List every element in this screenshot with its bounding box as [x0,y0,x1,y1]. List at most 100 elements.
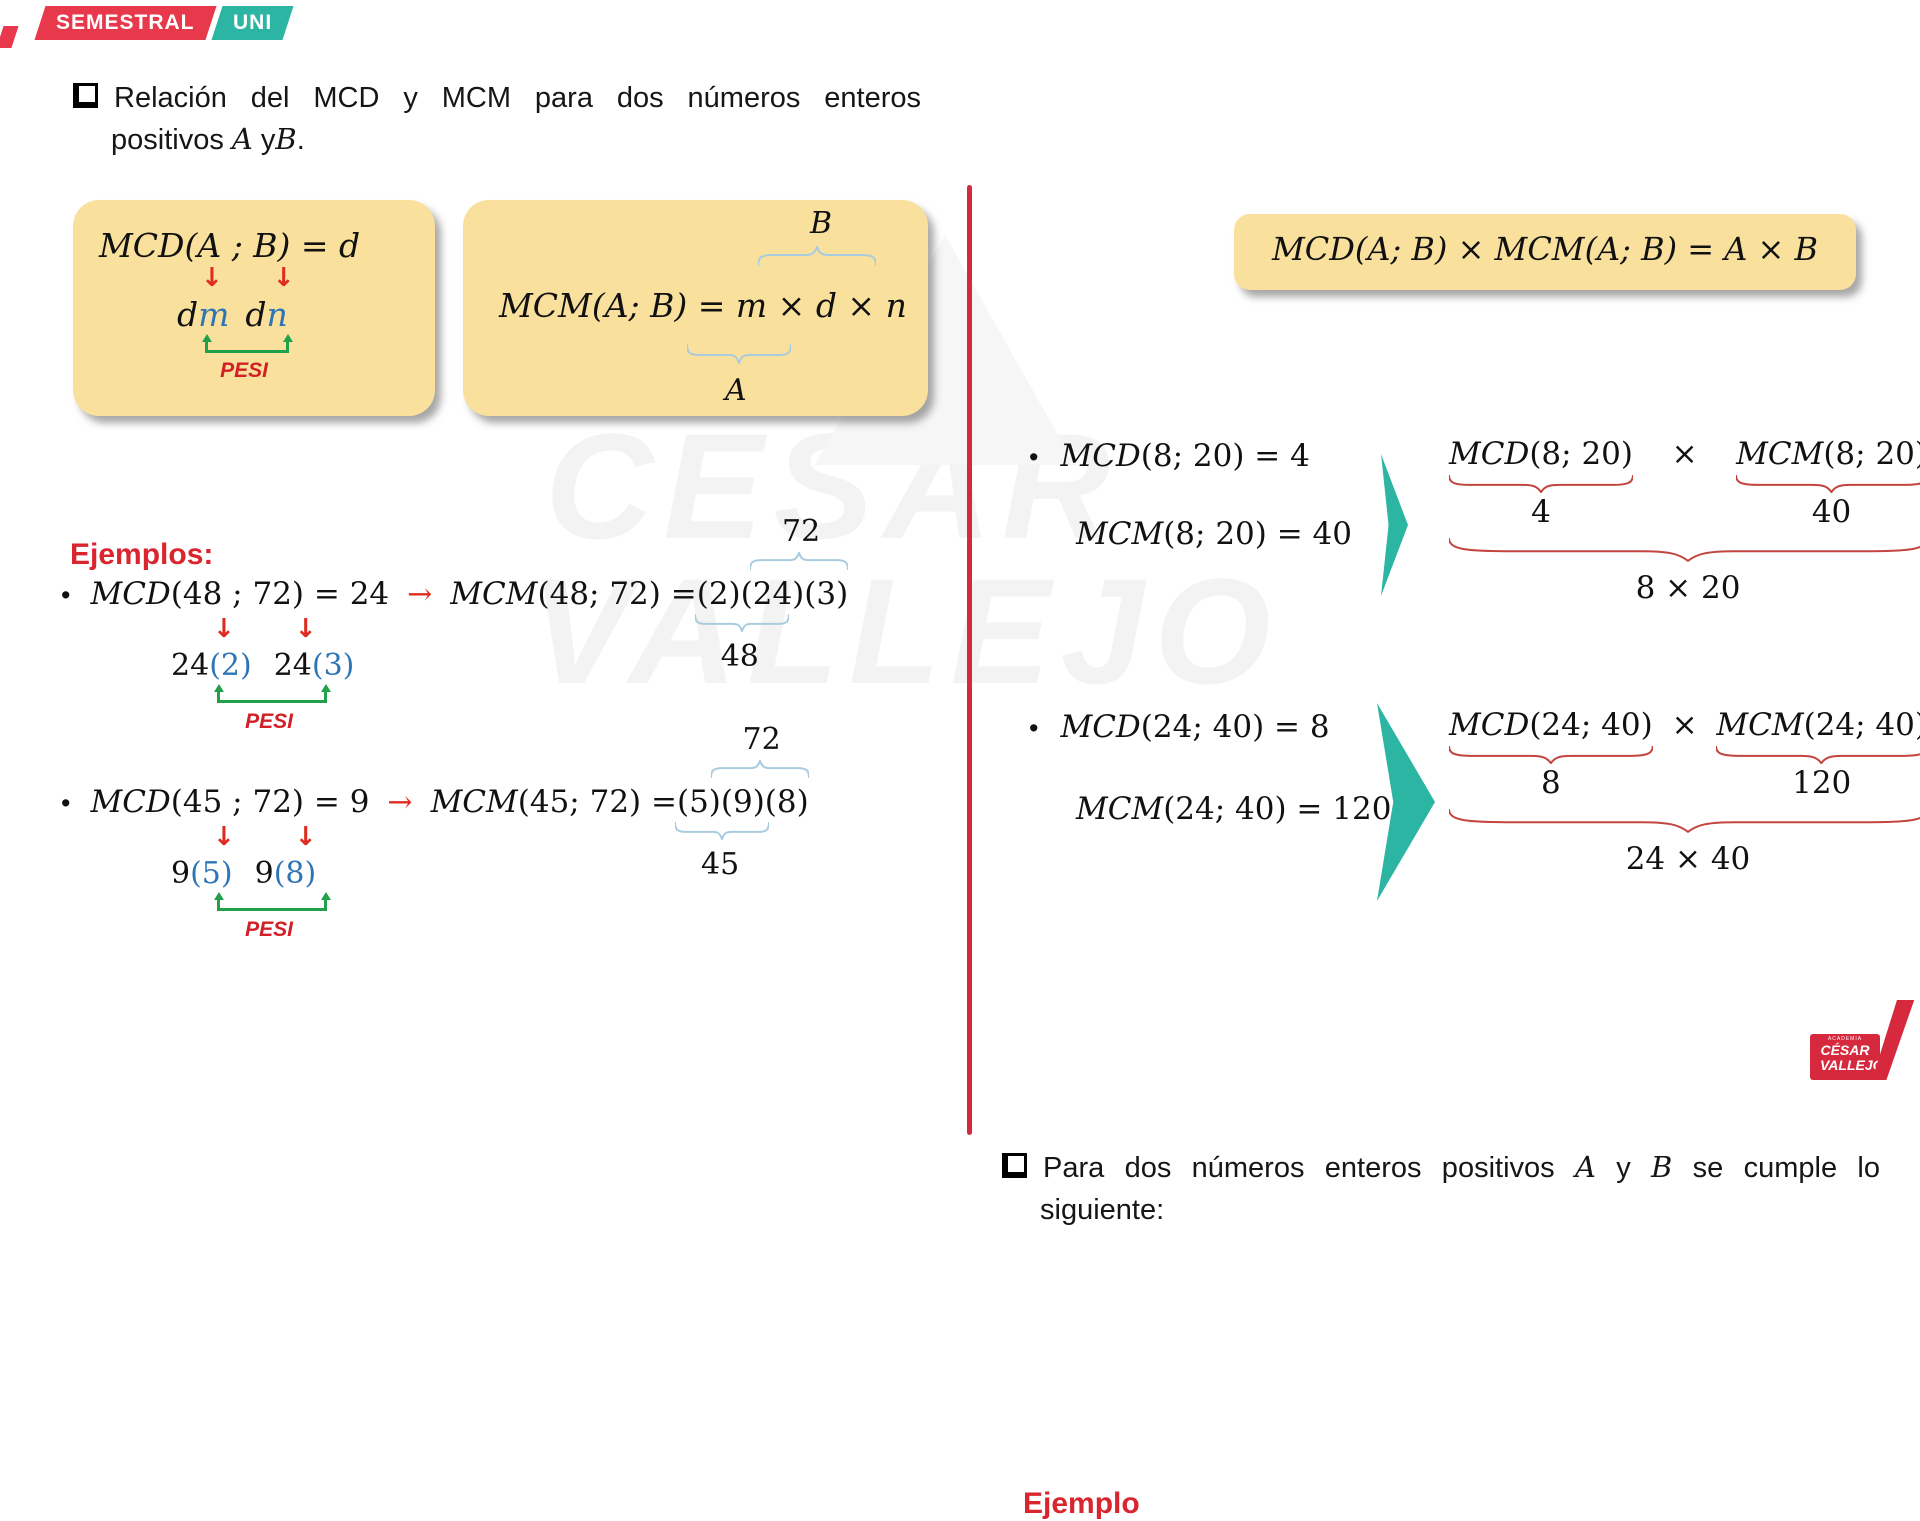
braced-groups: MCD(24; 40) 8 × MCM(24; 40) 120 [1449,707,1920,801]
product-factors: (2)(24)(3) [696,576,849,612]
under-brace-icon [687,344,791,364]
times-sign: × [1671,436,1698,472]
bottom-product-value: 48 [720,639,759,674]
mcd-group-text: MCD(24; 40) [1449,707,1653,743]
vertical-divider [967,185,972,1136]
mcm-args: (48; 72) = [537,576,697,612]
mcm-formula: MCM(A; B) = m × d × n [499,286,907,325]
logo-name-line2: VALLEJO [1820,1057,1884,1073]
pesi-link-icon [201,334,293,353]
bullet-icon: • [61,580,71,610]
down-arrow-icon: ↓ [294,614,317,644]
pesi-label: PESI [245,918,293,941]
under-brace-icon [1449,475,1633,493]
logo-name-line1: CÉSAR [1820,1042,1870,1058]
pesi-link-icon [213,684,331,703]
pesi-label: PESI [220,359,268,382]
implies-arrow-icon: → [407,577,433,612]
mcd-name: MCD [90,576,171,612]
left-heading-line2: positivos A yB. [111,119,921,161]
factor-d2: d [245,295,267,334]
factor-pairs: 24(2)24(3) [171,648,354,683]
factor-pairs: 9(5)9(8) [171,856,327,891]
label-b: B [809,206,832,241]
right-heading-line2: siguiente: [1040,1193,1165,1226]
example-row-45-72: • MCD(45 ; 72) = 9 → MCM(45; 72) = (5)(9… [61,720,961,965]
product-breakdown: MCD(8; 20) 4 × MCM(8; 20) 40 8 × 20 [1449,436,1920,606]
down-arrow-icon: ↓ [272,263,295,293]
right-heading-post: se cumple lo [1692,1152,1880,1185]
example-row-8-20: •MCD(8; 20) = 4 MCM(8; 20) = 40 MCD(8; 2… [1029,420,1920,670]
mcd-formula: MCD(A ; B) = d [99,226,361,265]
big-under-brace-icon [1449,538,1920,562]
example-line: • MCD(48 ; 72) = 24 → MCM(48; 72) = (2)(… [61,514,849,674]
times-sign: × [1671,707,1698,743]
mcd-line: •MCD(24; 40) = 8 [1029,709,1330,745]
left-heading-text: Relación del MCD y MCM para dos números … [114,82,921,114]
brand-uni-label: UNI [232,11,272,34]
mcd-name: MCD [1060,709,1141,745]
top-product-value: 72 [782,514,821,549]
example-row-48-72: • MCD(48 ; 72) = 24 → MCM(48; 72) = (2)(… [61,512,961,757]
mcm-line: MCM(24; 40) = 120 [1076,791,1391,827]
mcm-value: 40 [1811,494,1852,530]
pair2-factor: (8) [273,856,317,891]
var-a: A [1574,1150,1596,1185]
pesi-label: PESI [245,710,293,733]
down-arrow-icon: ↓ [213,614,235,644]
factor-m: m [198,295,230,334]
pair1-num: 24 [171,648,210,683]
factor-pair-block: ↓ ↓ 24(2)24(3) PESI [171,616,354,734]
mcm-args: (45; 72) = [517,784,677,820]
formula-box-mcd-mcm-product: MCD(A; B) × MCM(A; B) = A × B [1234,214,1856,290]
pair1-num: 9 [171,856,191,891]
left-heading: Relación del MCD y MCM para dos números … [73,78,921,161]
pesi-link-icon [213,892,331,911]
brand-semestral: SEMESTRAL [34,6,217,40]
mcd-group: MCD(8; 20) 4 [1449,436,1633,530]
teal-arrow-icon [1381,454,1408,596]
factor-d1: d [177,295,199,334]
right-heading-line1: Para dos números enteros positivos A y B… [1002,1147,1880,1189]
right-heading-y: y [1616,1152,1631,1185]
pair1-factor: (2) [209,648,252,683]
mcd-group: MCD(24; 40) 8 [1449,707,1653,801]
mcd-line: •MCD(8; 20) = 4 [1029,438,1310,474]
over-brace-icon [711,760,809,778]
braced-groups: MCD(8; 20) 4 × MCM(8; 20) 40 [1449,436,1920,530]
brand-banner: SEMESTRAL UNI [34,6,294,40]
mcd-name: MCD [90,784,171,820]
mcd-value: 4 [1531,494,1551,530]
brand-semestral-label: SEMESTRAL [56,11,195,34]
left-heading-line1: Relación del MCD y MCM para dos números … [73,78,921,119]
decomposition-arrows: ↓ ↓ [171,824,327,856]
examples-title: Ejemplos: [70,538,214,572]
var-a: A [231,122,253,157]
brand-accent-shape [0,26,19,48]
mcm-product: (5)(9)(8) 72 45 [676,722,809,882]
mcd-args: (45 ; 72) = 9 [170,784,370,820]
left-heading-line2-dot: . [296,124,305,157]
cesar-vallejo-logo: ACADEMIA CÉSAR VALLEJO [1810,1034,1884,1080]
decomposition-arrows: ↓ ↓ [201,265,435,295]
mcm-name: MCM [1076,791,1164,827]
mcm-name: MCM [450,576,538,612]
mcd-value: 8 [1540,765,1561,801]
product-factors: (5)(9)(8) [676,784,809,820]
down-arrow-icon: ↓ [213,822,235,852]
mcm-value: 120 [1792,765,1852,801]
pair2-factor: (3) [311,648,355,683]
under-brace-icon [1716,746,1920,764]
big-under-brace-icon [1449,809,1920,833]
mcm-line: MCM(8; 20) = 40 [1076,516,1352,552]
product-formula: MCD(A; B) × MCM(A; B) = A × B [1271,230,1819,268]
brand-uni: UNI [210,6,294,40]
label-a: A [725,373,747,408]
example-line: • MCD(45 ; 72) = 9 → MCM(45; 72) = (5)(9… [61,722,809,882]
mcd-args: (48 ; 72) = 24 [170,576,390,612]
down-arrow-icon: ↓ [294,822,317,852]
right-heading-pre: Para dos números enteros positivos [1043,1152,1555,1185]
under-brace-icon [1736,475,1920,493]
